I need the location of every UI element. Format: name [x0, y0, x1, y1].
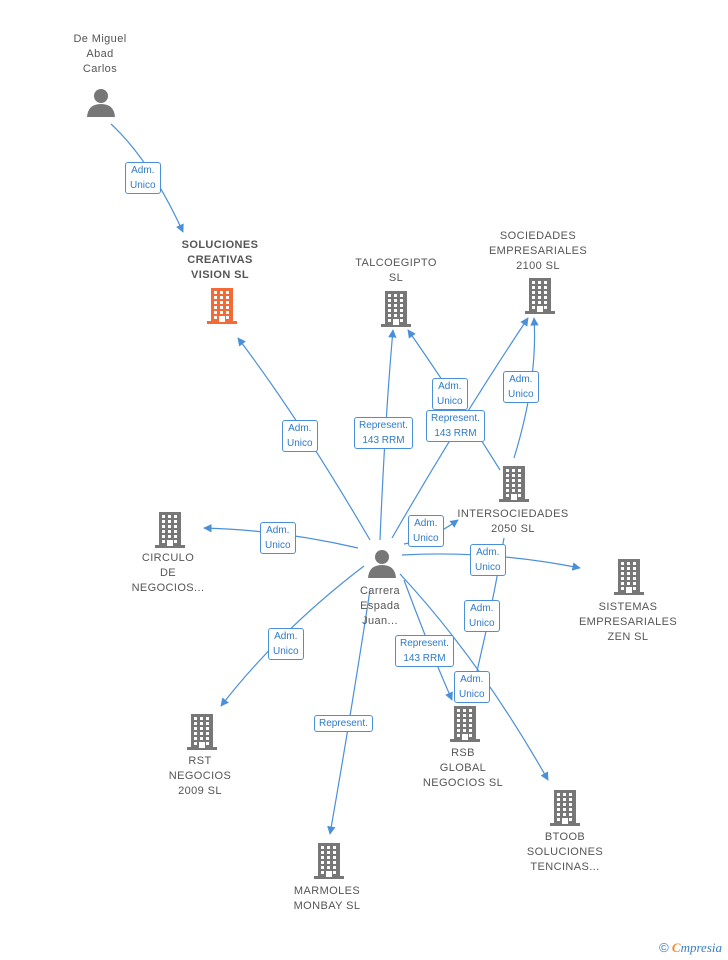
edge-label-inter-soc2100: Adm. Unico — [503, 371, 539, 403]
node-label-rsb[interactable]: RSB GLOBAL NEGOCIOS SL — [422, 747, 504, 789]
building-icon[interactable] — [499, 466, 529, 507]
building-icon[interactable] — [525, 278, 555, 319]
person-icon[interactable] — [86, 87, 116, 122]
node-label-circulo[interactable]: CIRCULO DE NEGOCIOS... — [131, 552, 205, 594]
node-label-inter2050[interactable]: INTERSOCIEDADES 2050 SL — [457, 508, 569, 535]
edge-label-center-circulo: Adm. Unico — [260, 522, 296, 554]
building-icon[interactable] — [187, 714, 217, 755]
edge-label-center-soluciones: Adm. Unico — [282, 420, 318, 452]
edge-label-center-talco: Represent. 143 RRM — [354, 417, 413, 449]
edge-label-center-btoob: Adm. Unico — [454, 671, 490, 703]
edge-label-inter-rsb: Adm. Unico — [464, 600, 500, 632]
node-label-marmoles[interactable]: MARMOLES MONBAY SL — [293, 885, 361, 912]
edge-label-center-marmoles: Represent. — [314, 715, 373, 732]
person-icon[interactable] — [367, 548, 397, 583]
node-label-soc2100[interactable]: SOCIEDADES EMPRESARIALES 2100 SL — [488, 230, 588, 272]
edge-label-person-top-soluciones: Adm. Unico — [125, 162, 161, 194]
copyright-icon: © — [659, 940, 669, 955]
edge-label-center-soc2100: Represent. 143 RRM — [426, 410, 485, 442]
edge-label-center-sistemas: Adm. Unico — [470, 544, 506, 576]
node-label-center[interactable]: Carrera Espada Juan... — [359, 585, 401, 627]
building-icon[interactable] — [450, 706, 480, 747]
building-icon[interactable] — [207, 288, 237, 329]
building-icon[interactable] — [614, 559, 644, 600]
building-icon[interactable] — [550, 790, 580, 831]
edge-label-inter-talco: Adm. Unico — [432, 378, 468, 410]
node-label-person-top[interactable]: De Miguel Abad Carlos — [73, 33, 127, 75]
node-label-rst[interactable]: RST NEGOCIOS 2009 SL — [168, 755, 232, 797]
building-icon[interactable] — [381, 291, 411, 332]
edge-label-center-inter: Adm. Unico — [408, 515, 444, 547]
building-icon[interactable] — [314, 843, 344, 884]
node-label-talco[interactable]: TALCOEGIPTO SL — [355, 257, 437, 284]
edge-center-to-btoob — [399, 573, 549, 781]
edge-label-center-rsb: Represent. 143 RRM — [395, 635, 454, 667]
edge-label-center-rst: Adm. Unico — [268, 628, 304, 660]
node-label-soluciones[interactable]: SOLUCIONES CREATIVAS VISION SL — [181, 239, 259, 281]
node-label-btoob[interactable]: BTOOB SOLUCIONES TENCINAS... — [526, 831, 604, 873]
node-label-sistemas[interactable]: SISTEMAS EMPRESARIALES ZEN SL — [578, 601, 678, 643]
brand-watermark[interactable]: © Cmpresia — [659, 940, 722, 955]
building-icon[interactable] — [155, 512, 185, 553]
